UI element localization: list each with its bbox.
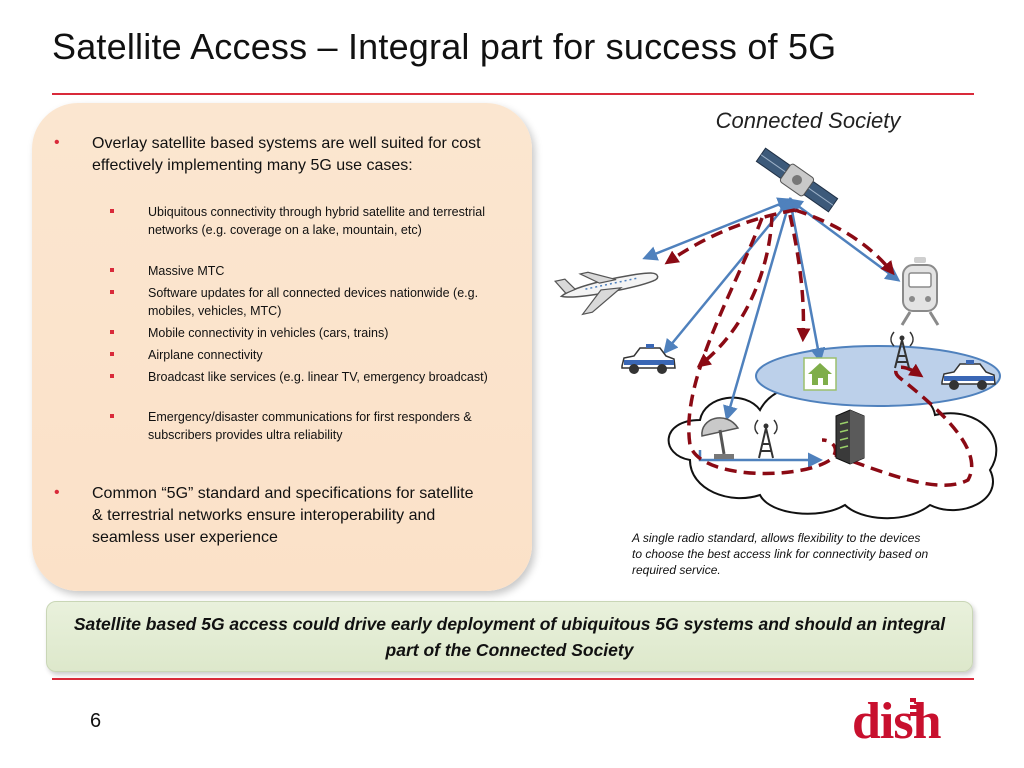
diagram-title: Connected Society <box>715 108 901 133</box>
title-divider <box>52 93 974 95</box>
sub-bullet-text: Airplane connectivity <box>148 348 263 362</box>
sub-bullet-marker <box>110 330 114 334</box>
airplane-icon <box>554 271 659 316</box>
sub-bullet-text: Software updates for all connected devic… <box>148 286 479 318</box>
sub-bullet-marker <box>110 290 114 294</box>
sub-bullet-marker <box>110 374 114 378</box>
police-car-icon <box>941 360 996 390</box>
logo-wordmark: dish <box>852 693 942 748</box>
server-icon <box>835 409 865 465</box>
connected-society-diagram <box>554 147 1001 520</box>
summary-text: Satellite based 5G access could drive ea… <box>73 613 946 660</box>
bullet-main-2-text: Common “5G” standard and specifications … <box>92 485 474 546</box>
slide-title: Satellite Access – Integral part for suc… <box>52 26 837 67</box>
sub-bullet-marker <box>110 414 114 418</box>
sub-bullet-text: Mobile connectivity in vehicles (cars, t… <box>148 326 389 340</box>
bullet-main-1-text: Overlay satellite based systems are well… <box>92 135 481 174</box>
logo-signal-icon <box>910 698 922 716</box>
sub-bullet-text: Broadcast like services (e.g. linear TV,… <box>148 370 488 384</box>
sub-bullet-text: Ubiquitous connectivity through hybrid s… <box>148 205 485 237</box>
access-paths <box>664 208 974 487</box>
train-icon <box>900 257 940 326</box>
diagram-caption: A single radio standard, allows flexibil… <box>632 531 929 577</box>
satellite-icon <box>755 147 839 213</box>
summary-banner: Satellite based 5G access could drive ea… <box>46 601 973 672</box>
satellite-dish-icon <box>701 417 740 459</box>
sub-bullet-text: Emergency/disaster communications for fi… <box>148 410 472 442</box>
sub-bullet-text: Massive MTC <box>148 264 225 278</box>
bullet-dot: • <box>54 484 60 501</box>
police-car-icon <box>621 344 676 374</box>
dish-logo: dish <box>852 693 943 748</box>
bullet-dot: • <box>54 134 60 151</box>
bullet-panel: • Overlay satellite based systems are we… <box>32 103 532 591</box>
page-number: 6 <box>90 710 102 732</box>
house-icon <box>803 357 837 391</box>
footer-divider <box>52 678 974 680</box>
radio-tower-icon <box>754 419 778 459</box>
radio-tower-icon <box>890 331 914 369</box>
sub-bullet-marker <box>110 268 114 272</box>
sub-bullet-marker <box>110 352 114 356</box>
sub-bullet-marker <box>110 209 114 213</box>
